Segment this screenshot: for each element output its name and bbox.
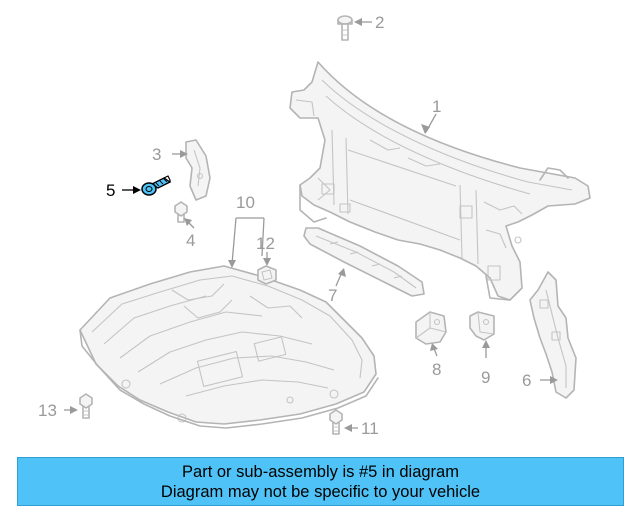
callout-3: 3 [152,145,161,164]
shield-strip-part-7 [303,227,425,297]
bolt-part-13 [79,393,93,419]
callout-2: 2 [375,13,384,32]
callout-6: 6 [522,371,531,390]
undercover-part-10 [79,265,379,429]
callout-9: 9 [481,368,490,387]
banner-line-1: Part or sub-assembly is #5 in diagram [182,462,459,481]
callout-8: 8 [432,360,441,379]
callout-1: 1 [432,97,441,116]
callout-4: 4 [186,231,195,250]
info-banner: Part or sub-assembly is #5 in diagram Di… [17,457,624,506]
bolt-part-11 [329,409,343,435]
bracket-part-3 [185,139,211,201]
nut-part-12 [257,265,277,285]
banner-line-2: Diagram may not be specific to your vehi… [160,482,481,501]
callout-10: 10 [236,193,255,212]
bolt-part-4 [174,201,188,223]
radiator-support-part-1 [289,61,591,301]
deflector-part-6 [529,271,577,399]
bracket-part-8 [415,311,447,345]
bolt-part-5-highlighted[interactable] [141,175,172,196]
callout-12: 12 [256,234,275,253]
callout-13: 13 [38,401,57,420]
parts-diagram: 1 2 3 4 5 6 [38,13,591,438]
clip-part-2 [337,15,353,41]
bracket-part-9 [469,311,495,341]
callout-5: 5 [106,181,115,200]
callout-7: 7 [328,286,337,305]
callout-11: 11 [361,419,379,438]
